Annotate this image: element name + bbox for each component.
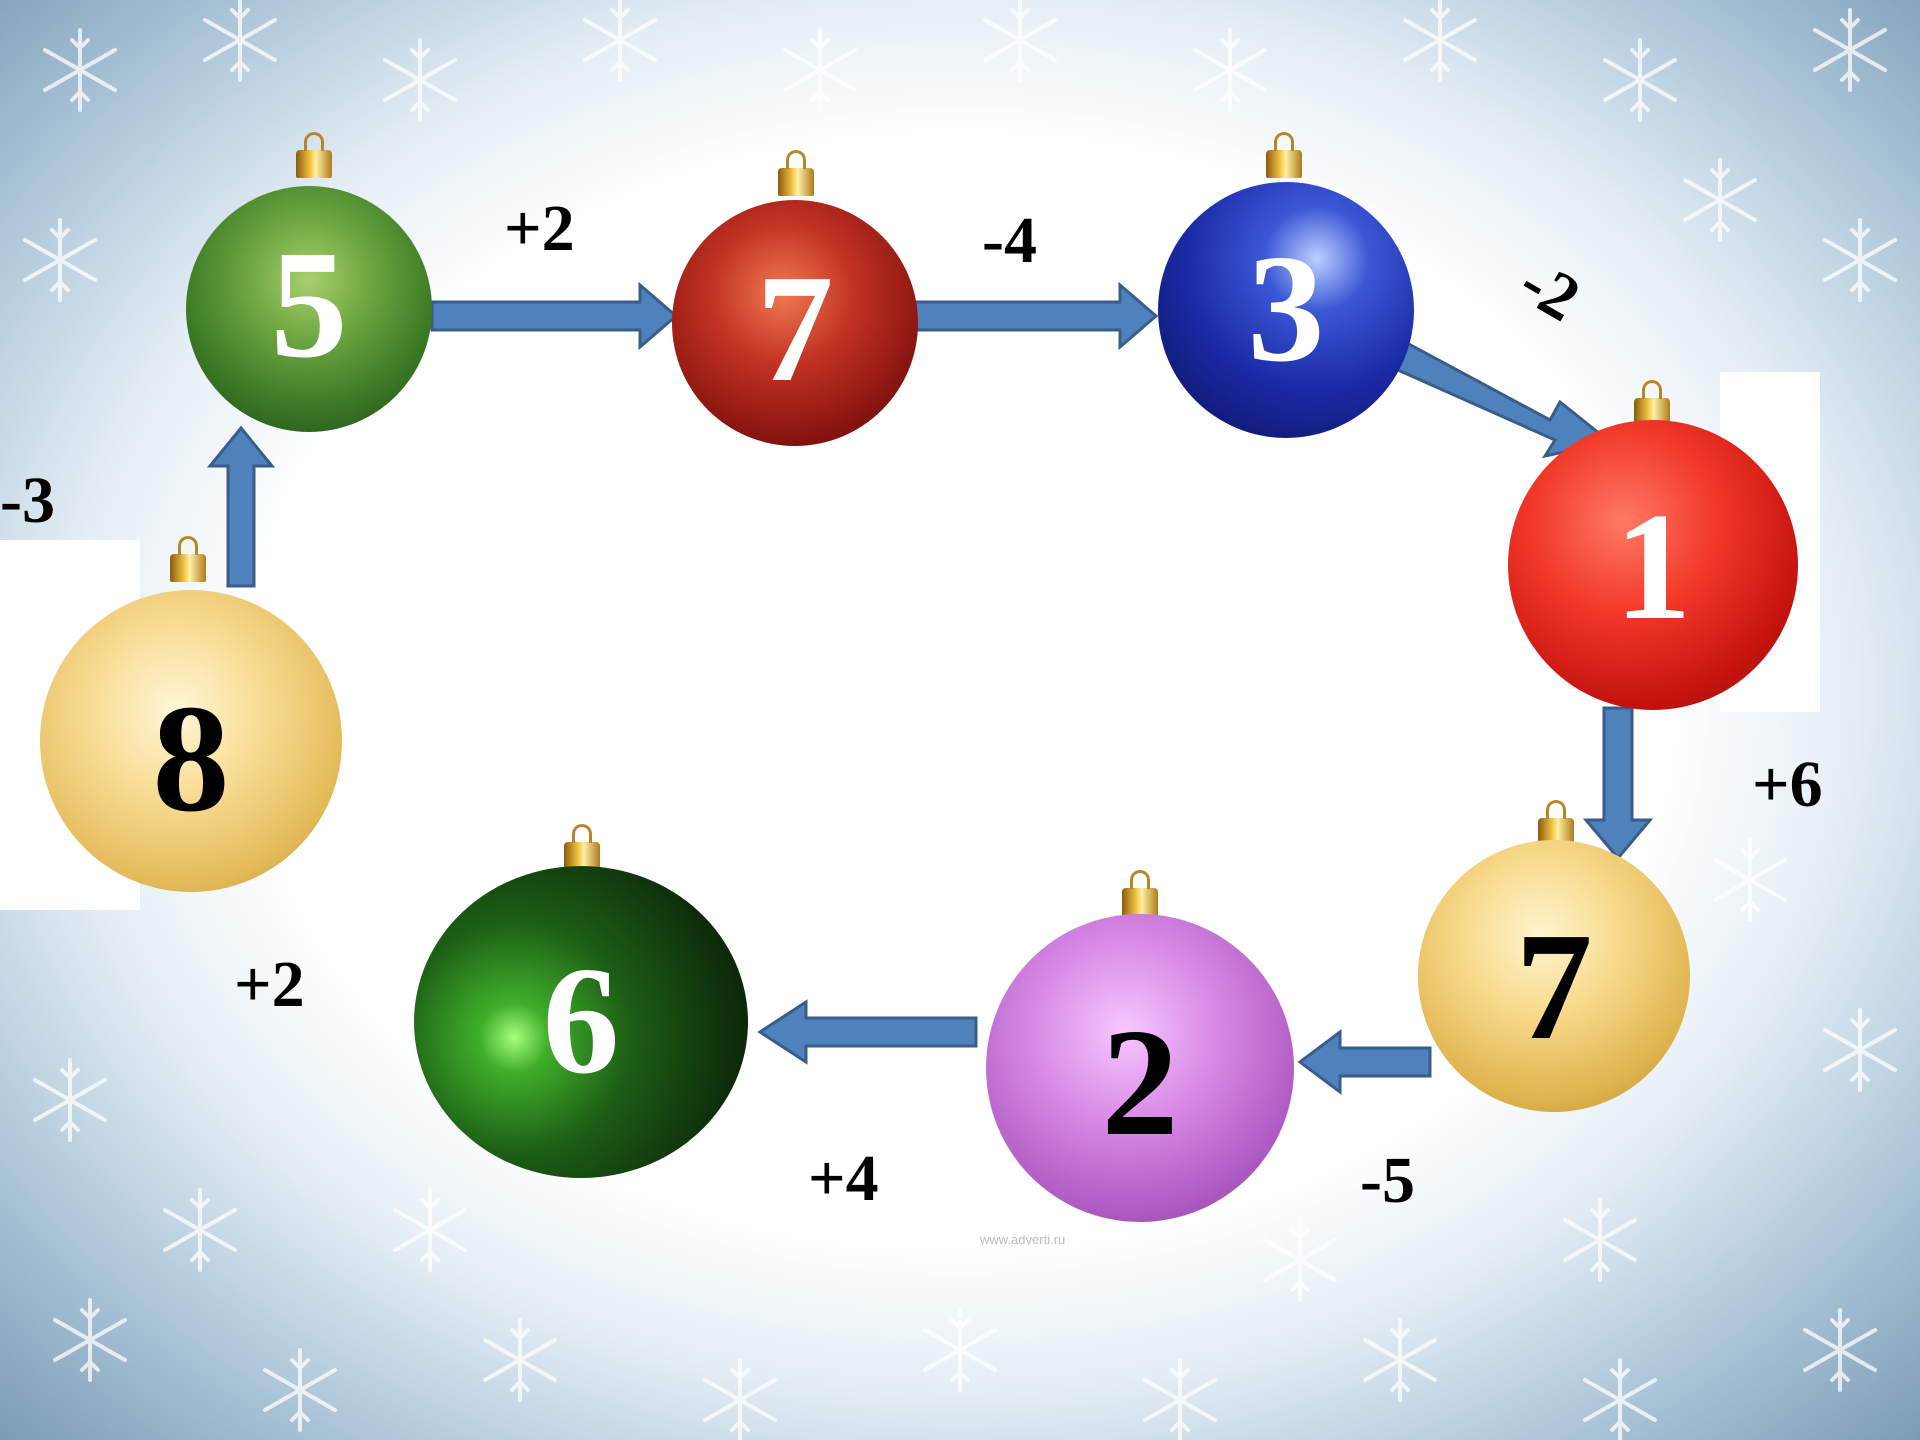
ornament-ball-red-bright: 1: [1508, 420, 1798, 710]
operation-label: +2: [504, 196, 575, 262]
ball-number: 1: [1508, 490, 1798, 644]
operation-label: -5: [1360, 1148, 1415, 1214]
ornament-ball-gold: 7: [1418, 840, 1690, 1112]
ball-number: 8: [40, 682, 342, 836]
ornament-ball-pink: 2: [986, 914, 1294, 1222]
arrow-5: [1300, 1032, 1430, 1092]
ball-number: 5: [186, 228, 432, 382]
operation-label: -4: [982, 208, 1037, 274]
ornament-ball-blue: 3: [1158, 182, 1414, 438]
ball-cap: [296, 150, 332, 178]
ball-number: 7: [672, 252, 918, 406]
arrow-1: [432, 285, 676, 347]
ball-cap: [1122, 888, 1158, 916]
operation-label: +4: [808, 1146, 879, 1212]
ball-number: 7: [1418, 910, 1690, 1064]
operation-label: +6: [1752, 752, 1823, 818]
arrow-7: [210, 428, 272, 586]
operation-label: +2: [234, 952, 305, 1018]
arrow-3: [1380, 335, 1610, 456]
arrow-4: [1586, 708, 1650, 858]
ornament-ball-dark-green: 6: [414, 866, 748, 1178]
ornament-ball-green: 5: [186, 186, 432, 432]
arrow-6: [760, 1002, 976, 1062]
watermark-text: www.adverti.ru: [980, 1232, 1065, 1247]
ball-number: 3: [1158, 232, 1414, 386]
ornament-ball-gold-large: 8: [40, 590, 342, 892]
ball-number: 2: [986, 1006, 1294, 1160]
arrow-2: [912, 285, 1156, 347]
ornament-ball-red: 7: [672, 200, 918, 446]
ball-cap: [170, 554, 206, 582]
operation-label: -3: [0, 468, 55, 534]
ball-number: 6: [414, 944, 748, 1098]
ball-cap: [778, 168, 814, 196]
ball-cap: [1266, 150, 1302, 178]
